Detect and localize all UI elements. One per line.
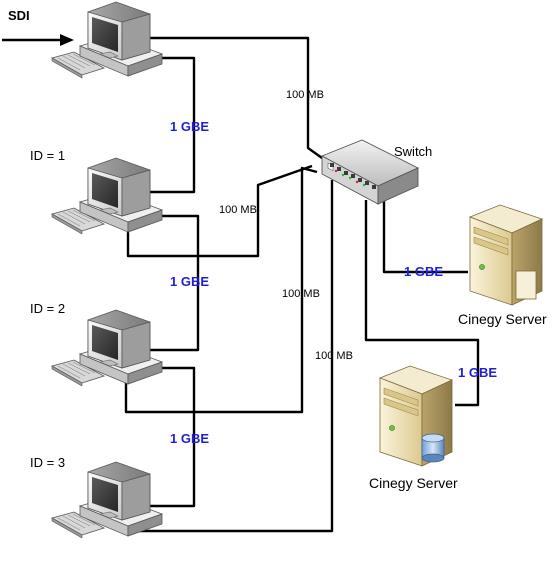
cable-pc3-switch (130, 180, 334, 533)
workstation-id-1: ID = 1 (30, 148, 66, 163)
cable-server1 (382, 200, 468, 274)
server-label-1: Cinegy Server (458, 311, 547, 327)
server-icon (469, 204, 543, 306)
switch-icon (320, 139, 420, 205)
workstation-icon (51, 461, 163, 539)
switch-label: Switch (394, 144, 433, 159)
link-label-gbe: 1 GBE (170, 431, 210, 446)
server-label-2: Cinegy Server (369, 475, 458, 491)
cable-pc2-switch (124, 166, 318, 414)
link-label-100mb: 100 MB (286, 89, 324, 101)
link-label-gbe: 1 GBE (170, 274, 210, 289)
cable-pc1-gbe (150, 214, 200, 352)
link-label-gbe: 1 GBE (170, 119, 210, 134)
link-label-100mb: 100 MB (315, 350, 353, 362)
database-cylinder-icon (421, 433, 445, 463)
workstation-icon (51, 309, 163, 387)
link-label-gbe: 1 GBE (458, 365, 498, 380)
sdi-label: SDI (8, 8, 30, 23)
cable-pc0-switch (150, 36, 323, 159)
cable-pc1-switch (126, 164, 313, 258)
link-label-gbe: 1 GBE (404, 264, 444, 279)
workstation-icon (51, 157, 163, 235)
link-label-100mb: 100 MB (282, 288, 320, 300)
server-icon (379, 365, 453, 467)
cable-pc0-gbe (138, 56, 196, 194)
sdi-arrow-head (60, 34, 74, 46)
link-label-100mb: 100 MB (219, 204, 257, 216)
cable-server2 (364, 200, 480, 407)
cable-pc2-gbe (148, 366, 196, 508)
cables (2, 36, 480, 533)
workstation-id-2: ID = 2 (30, 301, 66, 316)
workstation-id-3: ID = 3 (30, 455, 66, 470)
